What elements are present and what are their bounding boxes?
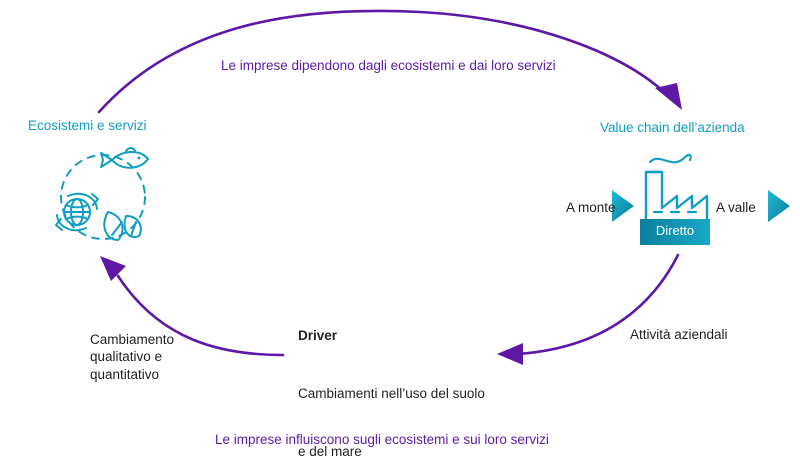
left-curve-label: Cambiamento qualitativo e quantitativo [90,332,175,382]
driver-title: Driver [298,327,338,343]
factory-caption: Diretto [655,223,695,238]
driver-block: Driver Cambiamenti nell’uso del suolo e … [298,286,485,468]
factory-icon [640,153,710,245]
ecosystem-label: Ecosistemi e servizi [28,118,147,133]
driver-item: e del mare [298,444,362,460]
bottom-caption-label: Le imprese influiscono sugli ecosistemi … [215,432,549,447]
right-curve-label: Attività aziendali [630,327,728,342]
value-chain-label: Value chain dell’azienda [600,120,745,135]
arrow-top-arc [97,9,682,114]
driver-item: Cambiamenti nell’uso del suolo [298,386,485,402]
downstream-arrow-icon [768,190,790,222]
arrow-right-curve [497,253,680,365]
arrow-left-curve [100,256,285,357]
upstream-arrow-icon [612,190,634,222]
upstream-label: A monte [566,200,616,215]
downstream-label: A valle [716,200,756,215]
top-arc-label: Le imprese dipendono dagli ecosistemi e … [221,58,556,73]
ecosystem-cycle-icon [55,147,149,241]
